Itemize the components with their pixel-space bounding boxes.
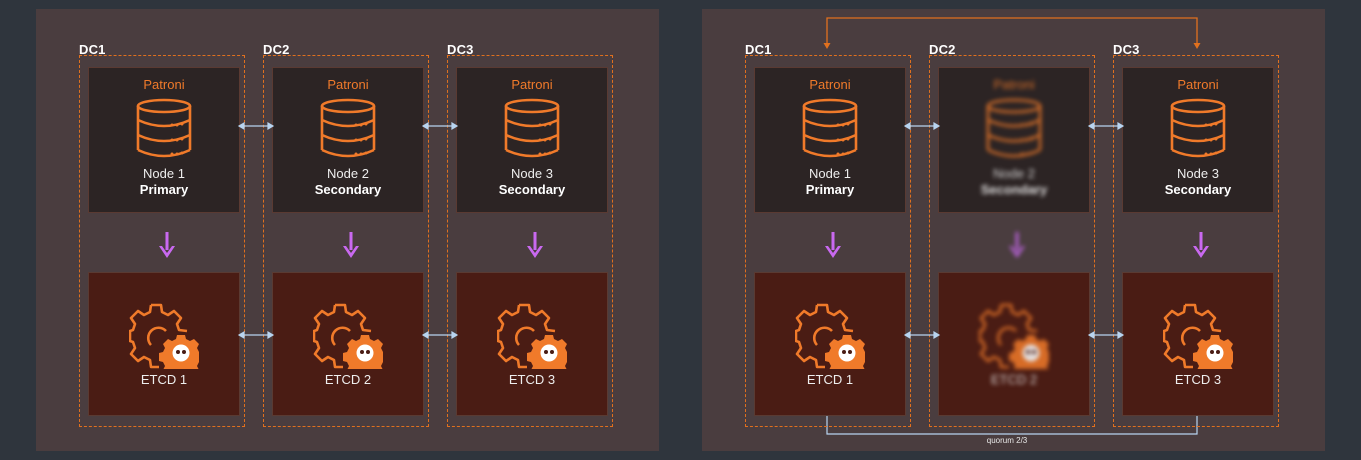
- node-role: Secondary: [498, 182, 566, 197]
- patroni-node-1[interactable]: Patroni Node 1 Primary: [754, 67, 906, 213]
- dc3-zone: DC3 Patroni Node 3 Secondary ETCD 3: [447, 42, 613, 427]
- patroni-title: Patroni: [809, 77, 851, 92]
- dc-label: DC2: [263, 42, 290, 57]
- patroni-title: Patroni: [993, 77, 1035, 92]
- node-name: Node 1: [143, 166, 185, 181]
- patroni-title: Patroni: [1177, 77, 1219, 92]
- node-name: Node 2: [327, 166, 369, 181]
- node-name: Node 3: [511, 166, 553, 181]
- node-role: Primary: [139, 182, 189, 197]
- double-arrow-icon: [421, 121, 459, 131]
- double-arrow-icon: [237, 121, 275, 131]
- dc-label: DC1: [745, 42, 772, 57]
- etcd-node-1[interactable]: ETCD 1: [754, 272, 906, 416]
- node-role: Secondary: [980, 182, 1048, 197]
- quorum-label: quorum 2/3: [986, 436, 1028, 445]
- patroni-node-2[interactable]: Patroni Node 2 Secondary: [272, 67, 424, 213]
- dc-label: DC1: [79, 42, 106, 57]
- node-role: Secondary: [1164, 182, 1232, 197]
- link-arrows: [903, 121, 1125, 340]
- double-arrow-icon: [1087, 330, 1125, 340]
- quorum-connector: [826, 409, 1198, 435]
- etcd-name: ETCD 1: [140, 372, 188, 387]
- patroni-node-3[interactable]: Patroni Node 3 Secondary: [456, 67, 608, 213]
- patroni-title: Patroni: [511, 77, 553, 92]
- right-diagram-panel: DC1 Patroni Node 1 Primary ETCD 1 DC2 Pa…: [702, 9, 1325, 451]
- etcd-name: ETCD 2: [990, 372, 1038, 387]
- dc1-zone: DC1 Patroni Node 1 Primary ETCD 1: [745, 42, 911, 427]
- patroni-title: Patroni: [143, 77, 185, 92]
- double-arrow-icon: [237, 330, 275, 340]
- dc3-zone: DC3 Patroni Node 3 Secondary ETCD 3: [1113, 42, 1279, 427]
- dc-label: DC3: [1113, 42, 1140, 57]
- etcd-node-3[interactable]: ETCD 3: [456, 272, 608, 416]
- node-role: Secondary: [314, 182, 382, 197]
- dc1-zone: DC1 Patroni Node 1 Primary ETCD 1: [79, 42, 245, 427]
- etcd-name: ETCD 3: [1174, 372, 1222, 387]
- double-arrow-icon: [421, 330, 459, 340]
- node-name: Node 3: [1177, 166, 1219, 181]
- patroni-title: Patroni: [327, 77, 369, 92]
- patroni-node-2-failed[interactable]: Patroni Node 2 Secondary: [938, 67, 1090, 213]
- dc2-zone-failed: DC2 Patroni Node 2 Secondary ETCD 2: [929, 42, 1095, 427]
- left-diagram-panel: DC1 Patroni Node 1 Primary ETCD 1 DC2 Pa…: [36, 9, 659, 451]
- etcd-name: ETCD 2: [324, 372, 372, 387]
- top-connector: [826, 17, 1198, 47]
- dc-label: DC2: [929, 42, 956, 57]
- double-arrow-icon: [903, 330, 941, 340]
- etcd-name: ETCD 3: [508, 372, 556, 387]
- patroni-node-3[interactable]: Patroni Node 3 Secondary: [1122, 67, 1274, 213]
- etcd-node-2-failed[interactable]: ETCD 2: [938, 272, 1090, 416]
- etcd-node-1[interactable]: ETCD 1: [88, 272, 240, 416]
- node-name: Node 2: [993, 166, 1035, 181]
- etcd-name: ETCD 1: [806, 372, 854, 387]
- patroni-node-1[interactable]: Patroni Node 1 Primary: [88, 67, 240, 213]
- node-name: Node 1: [809, 166, 851, 181]
- etcd-node-2[interactable]: ETCD 2: [272, 272, 424, 416]
- double-arrow-icon: [1087, 121, 1125, 131]
- etcd-node-3[interactable]: ETCD 3: [1122, 272, 1274, 416]
- node-role: Primary: [805, 182, 855, 197]
- dc2-zone: DC2 Patroni Node 2 Secondary ETCD 2: [263, 42, 429, 427]
- link-arrows: [237, 121, 459, 340]
- double-arrow-icon: [903, 121, 941, 131]
- dc-label: DC3: [447, 42, 474, 57]
